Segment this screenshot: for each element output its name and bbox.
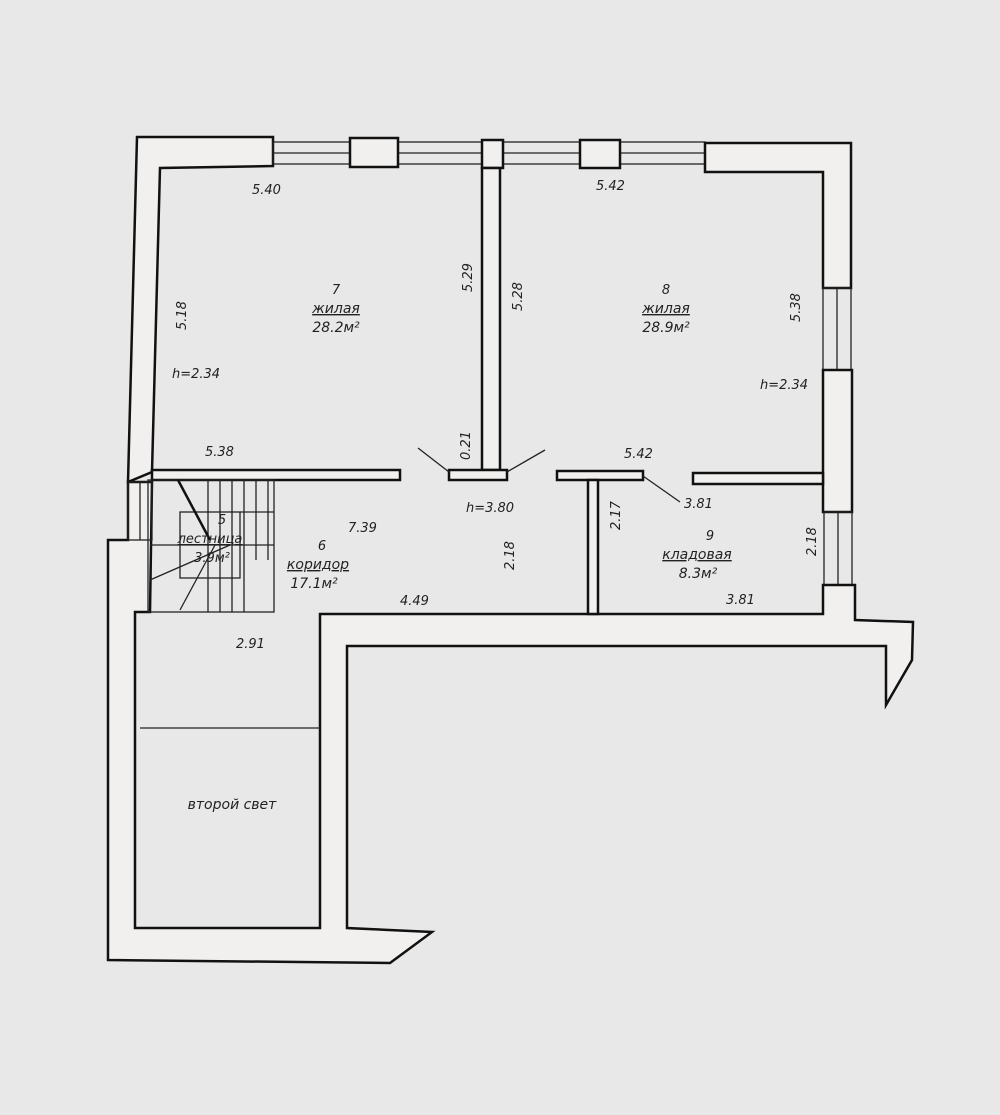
- svg-text:5.18: 5.18: [175, 301, 190, 330]
- room-6-label: 6 коридор 17.1м²: [287, 539, 349, 592]
- dimensions: 5.40 5.18 h=2.34 5.38 5.29 5.42 5.28 5.3…: [172, 179, 820, 652]
- svg-text:0.21: 0.21: [459, 431, 474, 460]
- svg-text:5.29: 5.29: [461, 263, 476, 292]
- svg-text:5.38: 5.38: [205, 445, 234, 460]
- room-5-label: 5 лестница 3.9м²: [177, 513, 243, 566]
- svg-text:17.1м²: 17.1м²: [290, 576, 338, 592]
- svg-text:3.9м²: 3.9м²: [194, 551, 230, 566]
- room-9-label: 9 кладовая 8.3м²: [662, 529, 731, 582]
- svg-text:5: 5: [218, 513, 226, 528]
- svg-text:7: 7: [332, 283, 341, 298]
- svg-text:5.42: 5.42: [596, 179, 625, 194]
- svg-text:8: 8: [662, 283, 670, 298]
- svg-text:7.39: 7.39: [348, 521, 377, 536]
- walls: [106, 135, 915, 965]
- room-7-label: 7 жилая 28.2м²: [311, 283, 360, 336]
- svg-text:коридор: коридор: [287, 557, 349, 573]
- svg-text:3.81: 3.81: [684, 497, 713, 512]
- svg-text:кладовая: кладовая: [662, 547, 731, 563]
- svg-text:3.81: 3.81: [726, 593, 755, 608]
- svg-text:h=2.34: h=2.34: [172, 367, 220, 382]
- svg-text:5.40: 5.40: [252, 183, 281, 198]
- svg-text:28.2м²: 28.2м²: [312, 320, 360, 336]
- svg-text:5.38: 5.38: [789, 293, 804, 322]
- svg-text:2.91: 2.91: [236, 637, 265, 652]
- svg-text:8.3м²: 8.3м²: [679, 566, 718, 582]
- svg-text:5.42: 5.42: [624, 447, 653, 462]
- svg-text:лестница: лестница: [177, 532, 243, 547]
- second-light-label: второй свет: [188, 797, 278, 813]
- room-8-label: 8 жилая 28.9м²: [641, 283, 690, 336]
- svg-text:28.9м²: 28.9м²: [642, 320, 690, 336]
- svg-text:h=2.34: h=2.34: [760, 378, 808, 393]
- staircase: [147, 479, 275, 613]
- svg-text:жилая: жилая: [311, 301, 360, 317]
- svg-text:h=3.80: h=3.80: [466, 501, 514, 516]
- svg-text:6: 6: [318, 539, 326, 554]
- svg-text:2.18: 2.18: [805, 527, 820, 556]
- svg-text:2.17: 2.17: [609, 500, 624, 530]
- svg-text:9: 9: [706, 529, 714, 544]
- svg-text:5.28: 5.28: [511, 282, 526, 311]
- svg-text:4.49: 4.49: [400, 594, 429, 609]
- svg-text:2.18: 2.18: [503, 541, 518, 570]
- svg-text:жилая: жилая: [641, 301, 690, 317]
